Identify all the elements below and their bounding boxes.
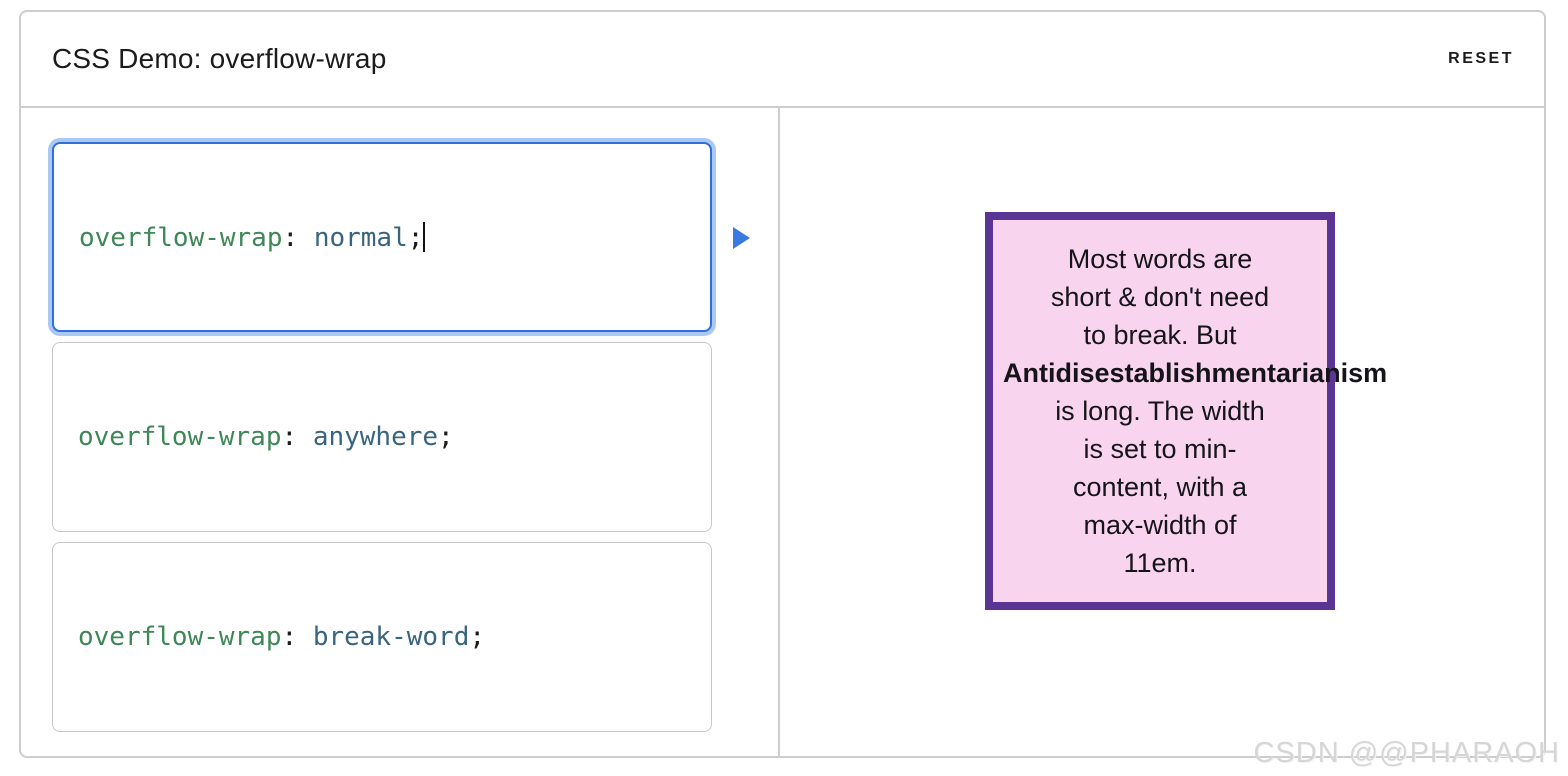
demo-main: overflow-wrap: normal; overflow-wrap: an… [21, 108, 1544, 756]
code-line: overflow-wrap: normal; [79, 221, 426, 253]
output-long-word: Antidisestablishmentarianism [1003, 358, 1388, 388]
play-button[interactable] [733, 226, 757, 250]
css-property: overflow-wrap [78, 622, 282, 652]
output-text-line: content, with a [1072, 472, 1248, 502]
css-demo-widget: CSS Demo: overflow-wrap RESET overflow-w… [19, 10, 1546, 758]
reset-button[interactable]: RESET [1448, 50, 1514, 67]
output-panel: Most words are short & don't need to bre… [780, 108, 1544, 756]
colon: : [281, 622, 313, 652]
example-output-box: Most words are short & don't need to bre… [985, 212, 1388, 610]
css-value: anywhere [312, 422, 439, 452]
editor-choice-anywhere[interactable]: overflow-wrap: anywhere; [52, 342, 712, 532]
editor-panel: overflow-wrap: normal; overflow-wrap: an… [21, 108, 780, 756]
semicolon: ; [438, 422, 454, 452]
semicolon: ; [469, 622, 486, 652]
css-value: normal [313, 222, 408, 253]
editor-choice-break-word[interactable]: overflow-wrap: break-word; [52, 542, 712, 732]
output-text-line: short & don't need [1050, 282, 1270, 312]
output-text-line: Most words are [1067, 244, 1253, 274]
colon: : [281, 422, 313, 452]
output-text-line: 11em. [1123, 548, 1197, 578]
semicolon: ; [407, 222, 424, 253]
text-caret [423, 221, 426, 252]
output-text-line: to break. But [1083, 320, 1237, 350]
css-value: break-word [312, 622, 470, 652]
css-property: overflow-wrap [78, 422, 282, 452]
colon: : [282, 222, 314, 253]
editor-choice-normal[interactable]: overflow-wrap: normal; [52, 142, 712, 332]
code-line: overflow-wrap: anywhere; [78, 422, 454, 452]
output-text-line: is set to min- [1083, 434, 1237, 464]
output-text-line: is long. The width [1055, 396, 1265, 426]
play-icon [733, 227, 750, 249]
code-line: overflow-wrap: break-word; [78, 622, 485, 652]
css-property: overflow-wrap [79, 222, 283, 253]
page-title: CSS Demo: overflow-wrap [52, 43, 387, 74]
output-text-line: max-width of [1083, 510, 1237, 540]
demo-header: CSS Demo: overflow-wrap RESET [21, 12, 1544, 108]
